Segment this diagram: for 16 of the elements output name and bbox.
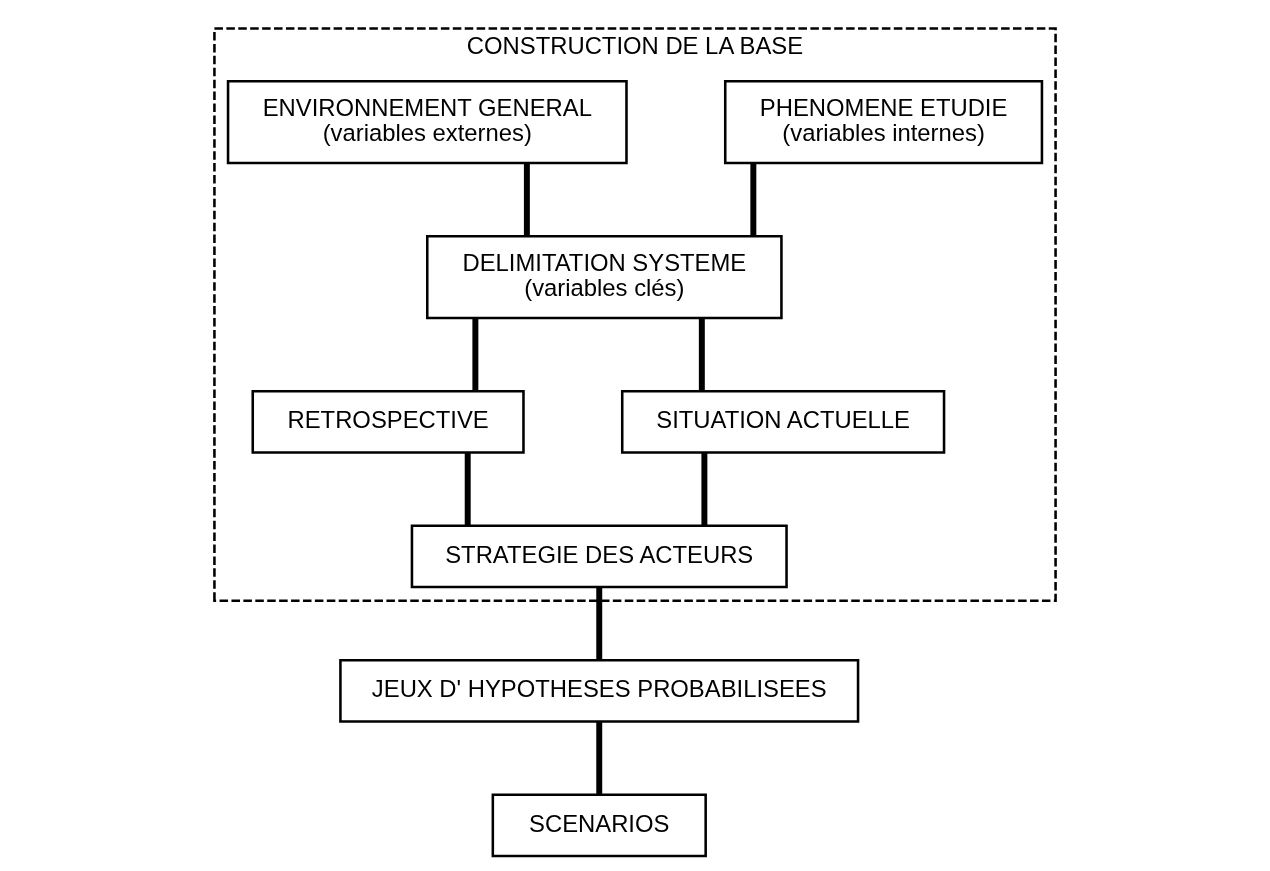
node-box: ENVIRONNEMENT GENERAL (variables externes) xyxy=(226,80,628,165)
connector xyxy=(698,318,705,391)
node-box: DELIMITATION SYSTEME (variables clés) xyxy=(426,235,783,320)
node-box: SITUATION ACTUELLE xyxy=(620,389,946,454)
node-box: SCENARIOS xyxy=(491,793,707,858)
node-box: RETROSPECTIVE xyxy=(251,389,525,454)
connector xyxy=(701,453,708,526)
connector xyxy=(750,163,757,237)
connector xyxy=(472,318,479,391)
connector xyxy=(523,163,530,237)
connector xyxy=(464,453,471,526)
node-box: PHENOMENE ETUDIE (variables internes) xyxy=(723,80,1044,165)
connector xyxy=(596,587,603,660)
node-box: JEUX D' HYPOTHESES PROBABILISEES xyxy=(339,659,860,723)
connector xyxy=(596,722,603,795)
node-box: STRATEGIE DES ACTEURS xyxy=(410,524,788,589)
